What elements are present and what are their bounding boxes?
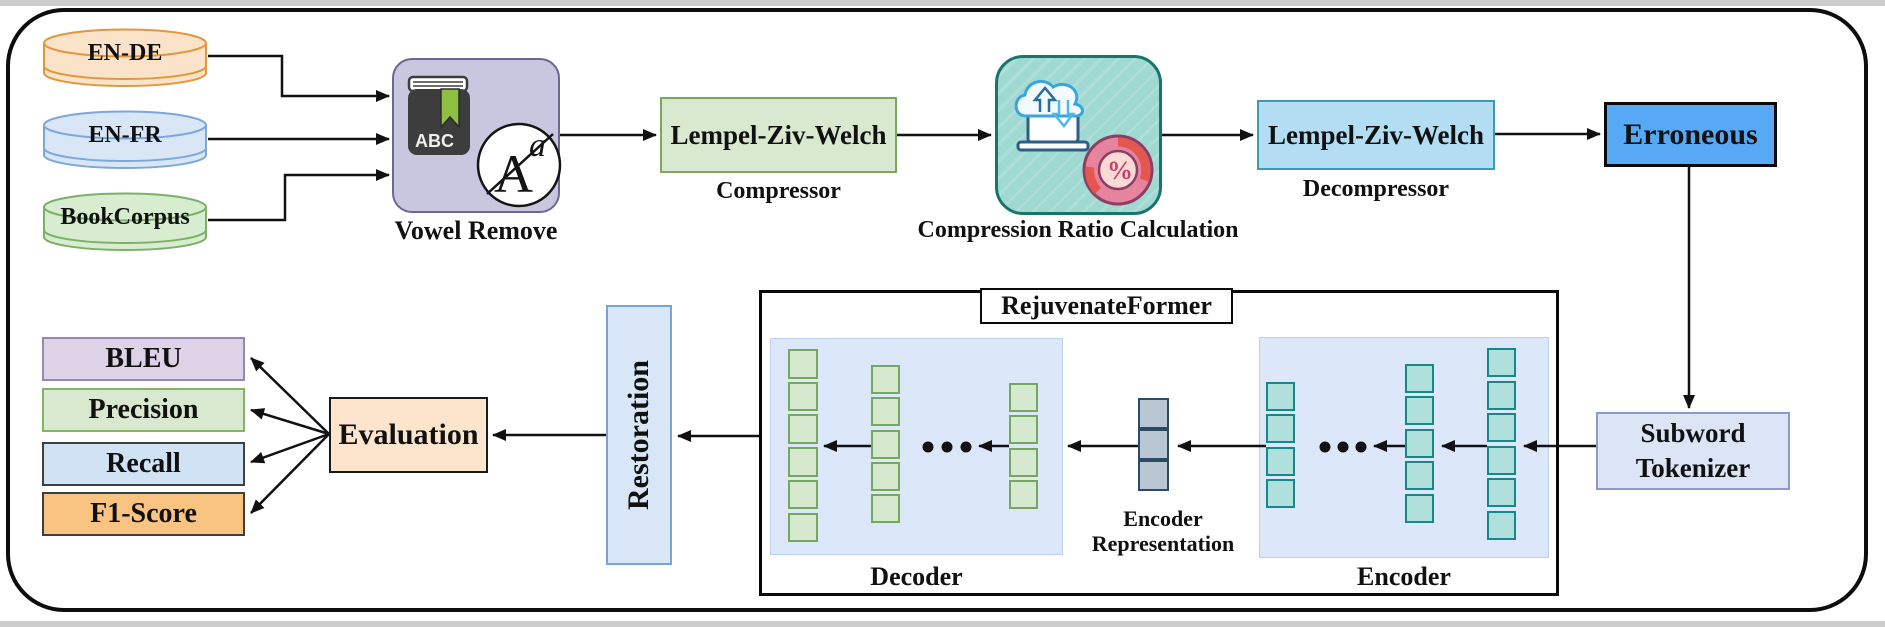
encoder-token-square <box>1405 493 1434 523</box>
percent-gauge-icon: % <box>1082 134 1154 206</box>
dataset-cylinder-en-fr: EN-FR <box>42 108 208 172</box>
decoder-token-square <box>788 447 818 477</box>
subword-line2: Tokenizer <box>1635 453 1751 483</box>
svg-text:%: % <box>1107 156 1133 185</box>
cylinder-icon <box>43 110 207 169</box>
restoration-label: Restoration <box>622 360 655 510</box>
encoder-token-square <box>1487 348 1516 377</box>
dictionary-book-icon: ABC <box>407 75 470 155</box>
cylinder-icon <box>43 28 207 87</box>
vowel-remove-box: ABC A a <box>392 58 562 213</box>
dataset-label: EN-DE <box>87 40 163 66</box>
encoder-token-square <box>1266 446 1295 476</box>
decoder-token-square <box>871 429 900 459</box>
encoder-token-square <box>1487 511 1516 540</box>
dataset-cylinder-bookcorpus: BookCorpus <box>42 190 208 254</box>
metric-box-f1-score: F1-Score <box>42 492 245 536</box>
decoder-token-square <box>1009 479 1038 509</box>
encoder-token-square <box>1405 396 1434 426</box>
dataset-cylinder-en-de: EN-DE <box>42 26 208 90</box>
decoder-token-square <box>871 365 900 394</box>
decoder-token-square <box>871 461 900 491</box>
decoder-token-square <box>788 349 818 379</box>
decoder-token-square <box>1009 415 1038 445</box>
subword-tokenizer-box: Subword Tokenizer <box>1596 412 1790 490</box>
encoder-label: Encoder <box>1357 562 1451 591</box>
encoder-token-square <box>1266 478 1295 508</box>
decoder-token-square <box>788 479 818 510</box>
dataset-label: EN-FR <box>88 122 162 148</box>
svg-text:ABC: ABC <box>415 131 454 151</box>
compression-ratio-box: % <box>995 55 1162 215</box>
decoder-token-square <box>788 381 818 412</box>
compressor-caption: Compressor <box>716 178 841 204</box>
metric-box-recall: Recall <box>42 442 245 486</box>
decoder-label: Decoder <box>870 562 963 591</box>
decoder-token-square <box>788 512 818 542</box>
decoder-token-square <box>871 494 900 524</box>
bottom-edge-strip <box>0 621 1885 627</box>
compression-ratio-caption: Compression Ratio Calculation <box>917 217 1239 243</box>
encoder-token-square <box>1405 428 1434 458</box>
decoder-panel <box>770 338 1063 555</box>
encoder-token-square <box>1266 382 1295 411</box>
encoder-token-square <box>1487 478 1516 508</box>
cylinder-icon <box>43 192 207 251</box>
top-edge-strip <box>0 0 1885 6</box>
vowel-remove-caption: Vowel Remove <box>394 216 558 245</box>
erroneous-box: Erroneous <box>1604 102 1777 167</box>
decompressor-caption: Decompressor <box>1302 176 1450 202</box>
svg-text:a: a <box>529 127 546 164</box>
svg-text:A: A <box>494 144 533 204</box>
representation-cell <box>1138 429 1169 460</box>
decoder-token-square <box>871 397 900 427</box>
lzw-compressor-box: Lempel-Ziv-Welch <box>660 97 897 173</box>
encoder-token-square <box>1487 445 1516 475</box>
representation-cell <box>1138 460 1169 491</box>
encoder-token-square <box>1405 364 1434 393</box>
evaluation-box: Evaluation <box>329 397 488 473</box>
decoder-token-square <box>788 414 818 444</box>
lzw-decompressor-box: Lempel-Ziv-Welch <box>1257 100 1495 170</box>
decoder-token-square <box>1009 383 1038 412</box>
encoder-token-square <box>1487 413 1516 443</box>
encoder-token-square <box>1487 380 1516 410</box>
subword-line1: Subword <box>1640 417 1746 448</box>
language-letters-icon: A a <box>476 122 562 208</box>
encoder-token-square <box>1266 414 1295 444</box>
metric-box-precision: Precision <box>42 388 245 432</box>
decoder-token-square <box>1009 447 1038 477</box>
restoration-box: Restoration <box>606 305 672 565</box>
laptop-cloud-icon <box>1014 79 1090 152</box>
rejuvenateformer-title: RejuvenateFormer <box>980 288 1233 324</box>
metric-box-bleu: BLEU <box>42 337 245 381</box>
encoder-token-square <box>1405 461 1434 491</box>
representation-cell <box>1138 398 1169 429</box>
encoder-representation-label: Encoder Representation <box>1091 506 1235 557</box>
dataset-label: BookCorpus <box>60 204 190 230</box>
